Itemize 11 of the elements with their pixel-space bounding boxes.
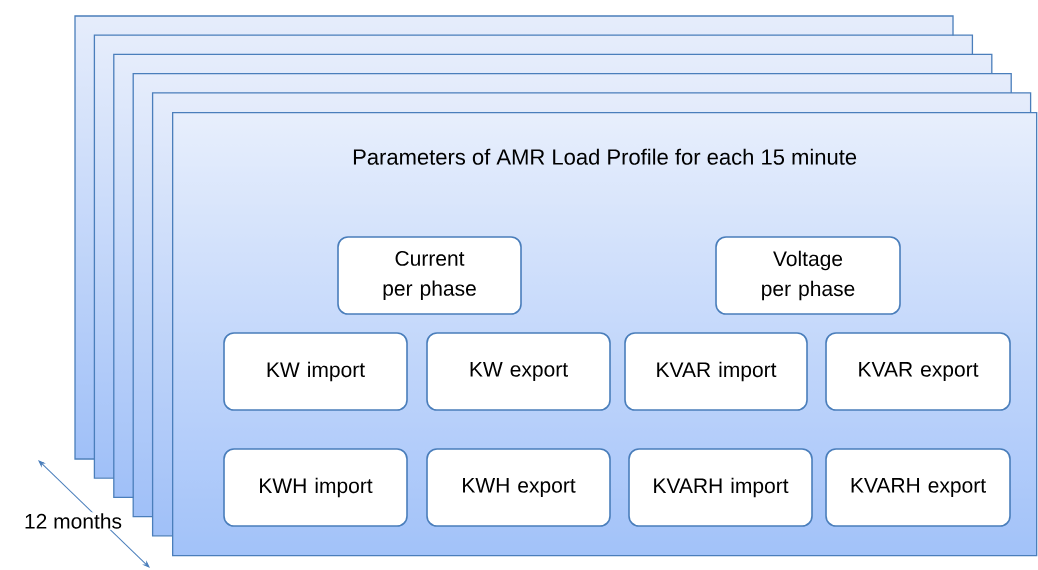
parameter-box: Voltage per phase [715,236,901,315]
dimension-label: 12 months [22,512,124,530]
parameter-box: KW import [223,332,408,411]
parameter-box: KWH export [426,448,611,527]
parameter-box: KVARH import [628,448,813,527]
parameter-box: KVAR export [825,332,1011,411]
parameter-box: Current per phase [337,236,522,315]
parameter-box: KVAR import [624,332,808,411]
parameter-box: KWH import [223,448,408,527]
parameter-box: KW export [426,332,611,411]
parameter-box: KVARH export [825,448,1011,527]
